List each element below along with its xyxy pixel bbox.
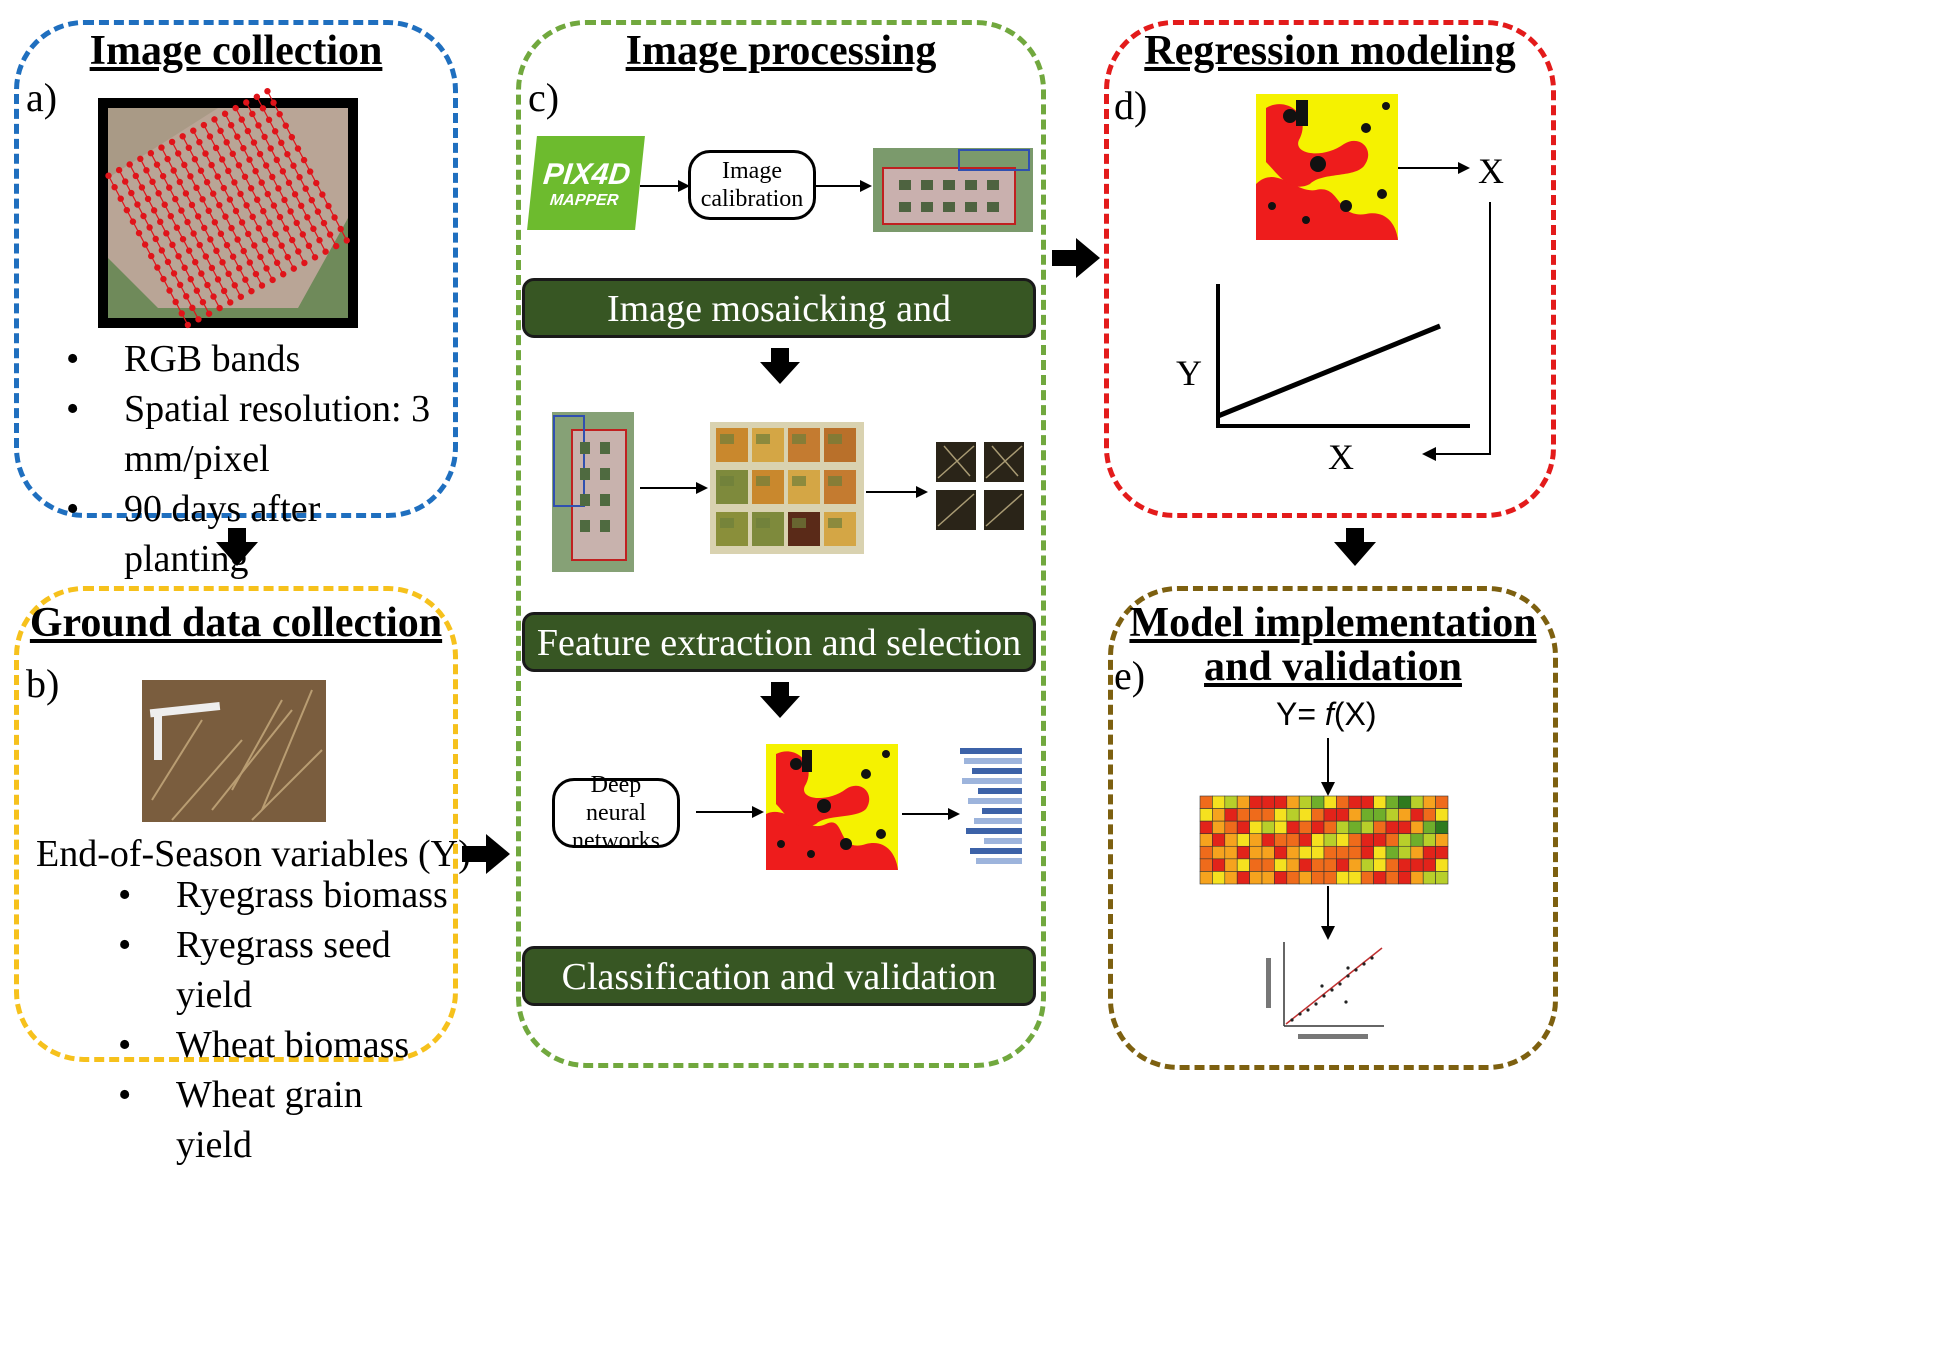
feature-importance-bars: [960, 748, 1022, 864]
stage-feature-extraction: Feature extraction and selection: [522, 612, 1036, 672]
image-calibration-box: Image calibration: [688, 150, 816, 220]
panel-b-bullets: Ryegrass biomass Ryegrass seed yield Whe…: [118, 870, 448, 1170]
panel-image-processing: [516, 20, 1046, 1068]
x-axis-label: X: [1328, 437, 1354, 477]
panel-regression-modeling: [1104, 20, 1556, 518]
panel-e-title-line1: Model implementation: [1129, 600, 1537, 646]
field-ruler-photo: [142, 680, 326, 822]
regression-line: [1217, 323, 1441, 419]
arrow-grid-to-patches: [866, 486, 928, 498]
arrow-stage1-down: [760, 348, 800, 384]
panel-e-title-line2: and validation: [1204, 644, 1462, 690]
drone-flight-image: [98, 88, 358, 329]
panel-e-letter: e): [1114, 653, 1146, 698]
mosaic-field-image: [873, 148, 1033, 232]
arrow-classmap-to-bars: [902, 808, 960, 820]
bullet-ryegrass-biomass: Ryegrass biomass: [118, 870, 448, 920]
classification-map-d: [1256, 94, 1398, 240]
arrow-calibration-to-mosaic: [816, 180, 872, 192]
panel-d-letter: d): [1114, 83, 1148, 128]
bullet-ryegrass-seed-yield: Ryegrass seed yield: [118, 920, 448, 1020]
panel-b-title: Ground data collection: [29, 600, 443, 646]
feature-grid-image: [710, 422, 864, 554]
formula-suffix: (X): [1333, 696, 1377, 732]
yield-heatmap: [1199, 795, 1449, 885]
arrow-formula-to-heatmap: [1321, 738, 1335, 796]
arrow-heatmap-to-scatter: [1321, 886, 1335, 940]
arrow-map-to-x: [1398, 162, 1470, 174]
arrow-a-to-b: [216, 528, 258, 566]
pix4d-logo-text: PIX4D: [541, 158, 632, 191]
arrow-logo-to-calibration: [640, 180, 690, 192]
panel-b-letter: b): [26, 661, 60, 706]
y-axis-label: Y: [1176, 353, 1202, 393]
x-variable-label: X: [1478, 151, 1504, 191]
deep-neural-networks-box: Deep neural networks: [552, 772, 680, 854]
panel-model-implementation: [1108, 586, 1558, 1070]
pix4d-logo: PIX4D MAPPER: [527, 136, 645, 230]
panel-d-title: Regression modeling: [1144, 28, 1516, 74]
panel-c-letter: c): [528, 75, 560, 120]
panel-a-letter: a): [26, 75, 58, 120]
stage-mosaicking-calibration: Image mosaicking and calibration: [522, 278, 1036, 386]
arrow-plots-to-grid: [640, 482, 708, 494]
formula-function: f: [1324, 696, 1334, 732]
field-plots-image: [552, 412, 634, 572]
panel-c-title: Image processing: [625, 28, 937, 74]
arrow-dnn-to-classmap: [696, 806, 764, 818]
regression-plot: [1216, 284, 1470, 428]
arrow-b-to-c: [462, 834, 510, 874]
arrow-d-to-e: [1334, 528, 1376, 566]
end-of-season-heading: End-of-Season variables (Y): [36, 833, 471, 875]
bullet-spatial-resolution: Spatial resolution: 3 mm/pixel: [66, 384, 446, 484]
arrow-c-to-d: [1052, 238, 1100, 278]
bullet-wheat-grain-yield: Wheat grain yield: [118, 1070, 448, 1170]
arrow-stage2-down: [760, 682, 800, 718]
panel-a-title: Image collection: [89, 28, 383, 74]
model-formula: Y= f(X): [1276, 696, 1376, 733]
validation-scatter-plot: [1266, 942, 1384, 1039]
x-feedback-connector: [1422, 202, 1491, 461]
classification-map-c: [766, 744, 898, 870]
texture-patches-image: [936, 442, 1024, 530]
stage-classification-validation: Classification and validation: [522, 946, 1036, 1006]
formula-prefix: Y=: [1276, 696, 1325, 732]
bullet-wheat-biomass: Wheat biomass: [118, 1020, 448, 1070]
bullet-rgb-bands: RGB bands: [66, 334, 446, 384]
mapper-logo-text: MAPPER: [549, 192, 620, 209]
